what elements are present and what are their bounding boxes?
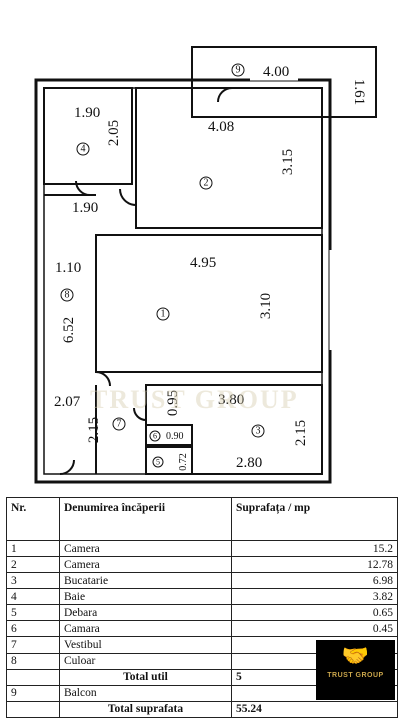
row-area: 12.78 <box>231 556 398 574</box>
dim-room1-width: 4.95 <box>190 255 216 271</box>
balcon-name: Balcon <box>59 684 232 702</box>
row-name: Vestibul <box>59 636 232 654</box>
room-number-8: 8 <box>65 290 70 301</box>
row-nr: 7 <box>6 636 60 654</box>
dim-pantry-height: 0.95 <box>165 390 181 416</box>
dim-balcony-width: 4.00 <box>263 64 289 80</box>
total-util-blank <box>6 668 60 686</box>
room-number-2: 2 <box>204 178 209 189</box>
row-nr: 1 <box>6 539 60 558</box>
row-name: Camera <box>59 539 232 558</box>
header-area: Suprafața / mp <box>231 497 398 541</box>
row-nr: 2 <box>6 556 60 574</box>
row-nr: 8 <box>6 652 60 670</box>
room-number-9: 9 <box>236 65 241 76</box>
row-name: Bucatarie <box>59 572 232 590</box>
dim-room2-width: 4.08 <box>208 119 234 135</box>
header-room-name: Denumirea încăperii <box>59 497 232 541</box>
room-marker-6 <box>149 430 161 442</box>
dim-room2-height: 3.15 <box>280 149 296 175</box>
room-marker-3 <box>251 424 265 438</box>
room-number-7: 7 <box>117 419 122 430</box>
total-suprafata-value: 55.24 <box>231 700 398 719</box>
room-marker-8 <box>60 288 74 302</box>
room-number-5: 5 <box>156 458 160 467</box>
room-marker-4 <box>76 142 90 156</box>
row-area: 15.2 <box>231 539 398 558</box>
balcon-nr: 9 <box>6 684 60 702</box>
room-number-1: 1 <box>161 309 166 320</box>
wall-pantry <box>145 424 193 446</box>
room-number-6: 6 <box>153 432 157 441</box>
wall-closet <box>145 446 193 475</box>
row-nr: 6 <box>6 620 60 638</box>
row-area: 6.98 <box>231 572 398 590</box>
dim-hall-narrow: 1.10 <box>55 260 81 276</box>
dim-closet-width: 0.90 <box>166 431 184 442</box>
dim-bath-height: 2.05 <box>106 120 122 146</box>
row-nr: 5 <box>6 604 60 622</box>
wall-bathroom <box>43 87 133 185</box>
room-number-4: 4 <box>81 144 86 155</box>
row-area: 0.65 <box>231 604 398 622</box>
room-number-3: 3 <box>256 426 261 437</box>
balcony-outline <box>191 46 377 118</box>
table-header-row: Nr. Denumirea încăperii Suprafața / mp <box>6 497 398 541</box>
dim-hall-width: 1.90 <box>72 200 98 216</box>
dim-kitchen-height: 2.15 <box>293 420 309 446</box>
dim-kitchen-depth: 2.80 <box>236 455 262 471</box>
dim-vestibule-height: 2.15 <box>86 417 102 443</box>
total-suprafata-blank <box>6 700 60 719</box>
row-nr: 4 <box>6 588 60 606</box>
total-suprafata-row: Total suprafata 55.24 <box>6 700 398 719</box>
header-nr: Nr. <box>6 497 60 541</box>
row-area: 3.82 <box>231 588 398 606</box>
dim-closet-height: 0.72 <box>178 453 189 471</box>
outer-wall <box>34 78 332 484</box>
row-name: Camara <box>59 620 232 638</box>
room-marker-2 <box>199 176 213 190</box>
handshake-icon: 🤝 <box>341 643 370 668</box>
total-suprafata-label: Total suprafata <box>59 700 232 719</box>
row-name: Baie <box>59 588 232 606</box>
total-util-label: Total util <box>59 668 232 686</box>
dim-kitchen-width: 3.80 <box>218 392 244 408</box>
floor-plan: 9 4 2 8 1 7 3 6 5 4.00 1.61 1.90 2.05 4.… <box>34 46 377 484</box>
dim-bath-width: 1.90 <box>74 105 100 121</box>
row-nr: 3 <box>6 572 60 590</box>
room-marker-7 <box>112 417 126 431</box>
room-marker-9 <box>231 63 245 77</box>
row-area: 0.45 <box>231 620 398 638</box>
row-name: Camera <box>59 556 232 574</box>
trust-group-logo: 🤝 TRUST GROUP <box>316 640 395 700</box>
dim-corridor-length: 6.52 <box>61 317 77 343</box>
row-name: Culoar <box>59 652 232 670</box>
dim-room1-height: 3.10 <box>258 293 274 319</box>
dim-balcony-depth: 1.61 <box>351 79 367 105</box>
dim-vestibule-width: 2.07 <box>54 394 81 410</box>
room-marker-5 <box>152 456 164 468</box>
room-marker-1 <box>156 307 170 321</box>
logo-text: TRUST GROUP <box>327 672 384 679</box>
row-name: Debara <box>59 604 232 622</box>
watermark-text: TRUST GROUP <box>90 385 299 414</box>
